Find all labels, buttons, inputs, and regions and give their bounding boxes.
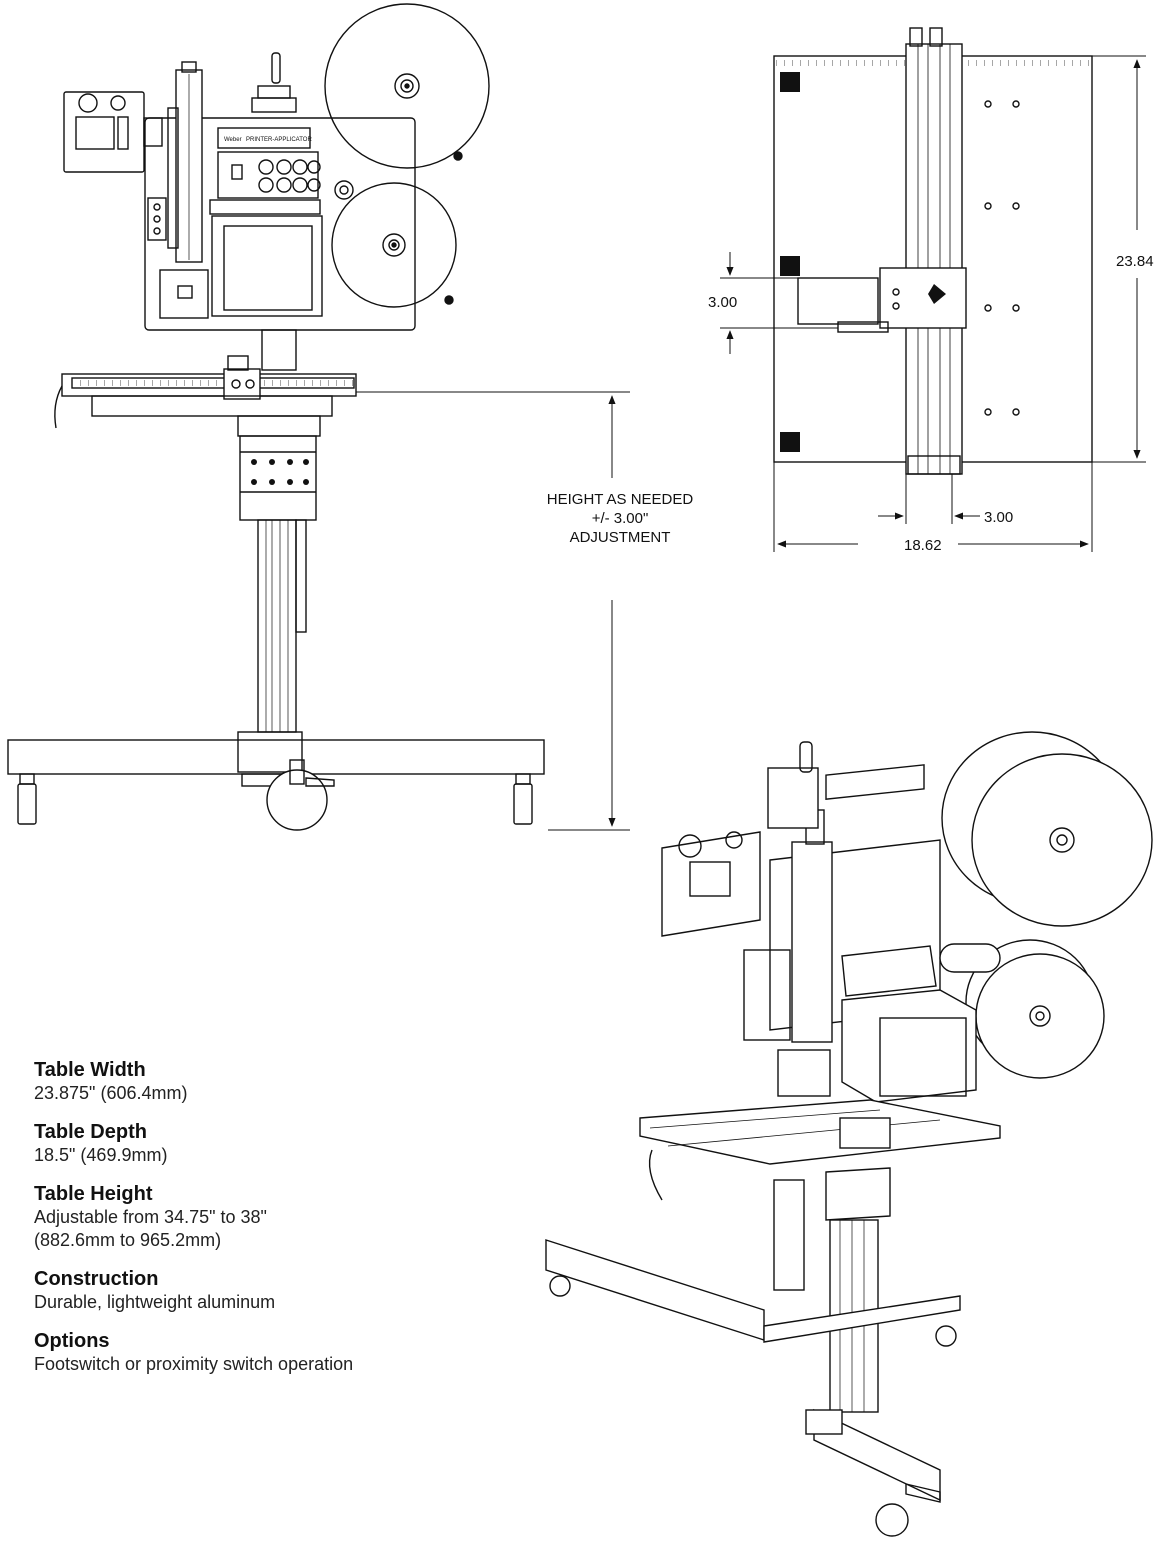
- spec-table-width: Table Width 23.875" (606.4mm): [34, 1058, 504, 1105]
- spec-title: Table Height: [34, 1183, 153, 1205]
- spec-table-depth: Table Depth 18.5" (469.9mm): [34, 1120, 504, 1167]
- spec-options: Options Footswitch or proximity switch o…: [34, 1329, 504, 1376]
- height-note-line3: ADJUSTMENT: [569, 529, 671, 546]
- spec-title: Options: [34, 1330, 110, 1352]
- spec-table-height: Table Height Adjustable from 34.75" to 3…: [34, 1182, 504, 1252]
- spec-title: Table Depth: [34, 1121, 147, 1143]
- spec-title: Table Width: [34, 1059, 146, 1081]
- dim-slide-height: 3.00: [708, 294, 737, 311]
- front-view: Weber PRINTER-APPLICATOR: [7, 3, 545, 831]
- top-view: [773, 27, 1093, 475]
- isometric-view: [545, 731, 1153, 1537]
- height-dimension: [356, 391, 630, 831]
- spec-value: Footswitch or proximity switch operation: [34, 1354, 354, 1374]
- top-view-dimensions: [720, 55, 1146, 552]
- height-note-line1: HEIGHT AS NEEDED: [546, 491, 694, 508]
- label-roll-top: [324, 3, 490, 169]
- height-note-line2: +/- 3.00": [591, 510, 649, 527]
- height-note: HEIGHT AS NEEDED +/- 3.00" ADJUSTMENT: [510, 490, 730, 547]
- spec-value: Adjustable from 34.75" to 38": [34, 1207, 267, 1227]
- specifications: Table Width 23.875" (606.4mm) Table Dept…: [34, 1058, 504, 1391]
- spec-value: (882.6mm to 965.2mm): [34, 1230, 222, 1250]
- spec-construction: Construction Durable, lightweight alumin…: [34, 1267, 504, 1314]
- label-roll-bottom: [331, 182, 457, 308]
- dim-table-width: 23.84: [1116, 253, 1154, 270]
- dim-slide-width: 3.00: [984, 509, 1013, 526]
- spec-value: 18.5" (469.9mm): [34, 1145, 168, 1165]
- panel-brand: Weber: [224, 137, 242, 143]
- panel-title: PRINTER-APPLICATOR: [246, 137, 312, 143]
- spec-value: Durable, lightweight aluminum: [34, 1292, 276, 1312]
- spec-title: Construction: [34, 1268, 159, 1290]
- dim-table-depth: 18.62: [904, 537, 942, 554]
- spec-value: 23.875" (606.4mm): [34, 1083, 188, 1103]
